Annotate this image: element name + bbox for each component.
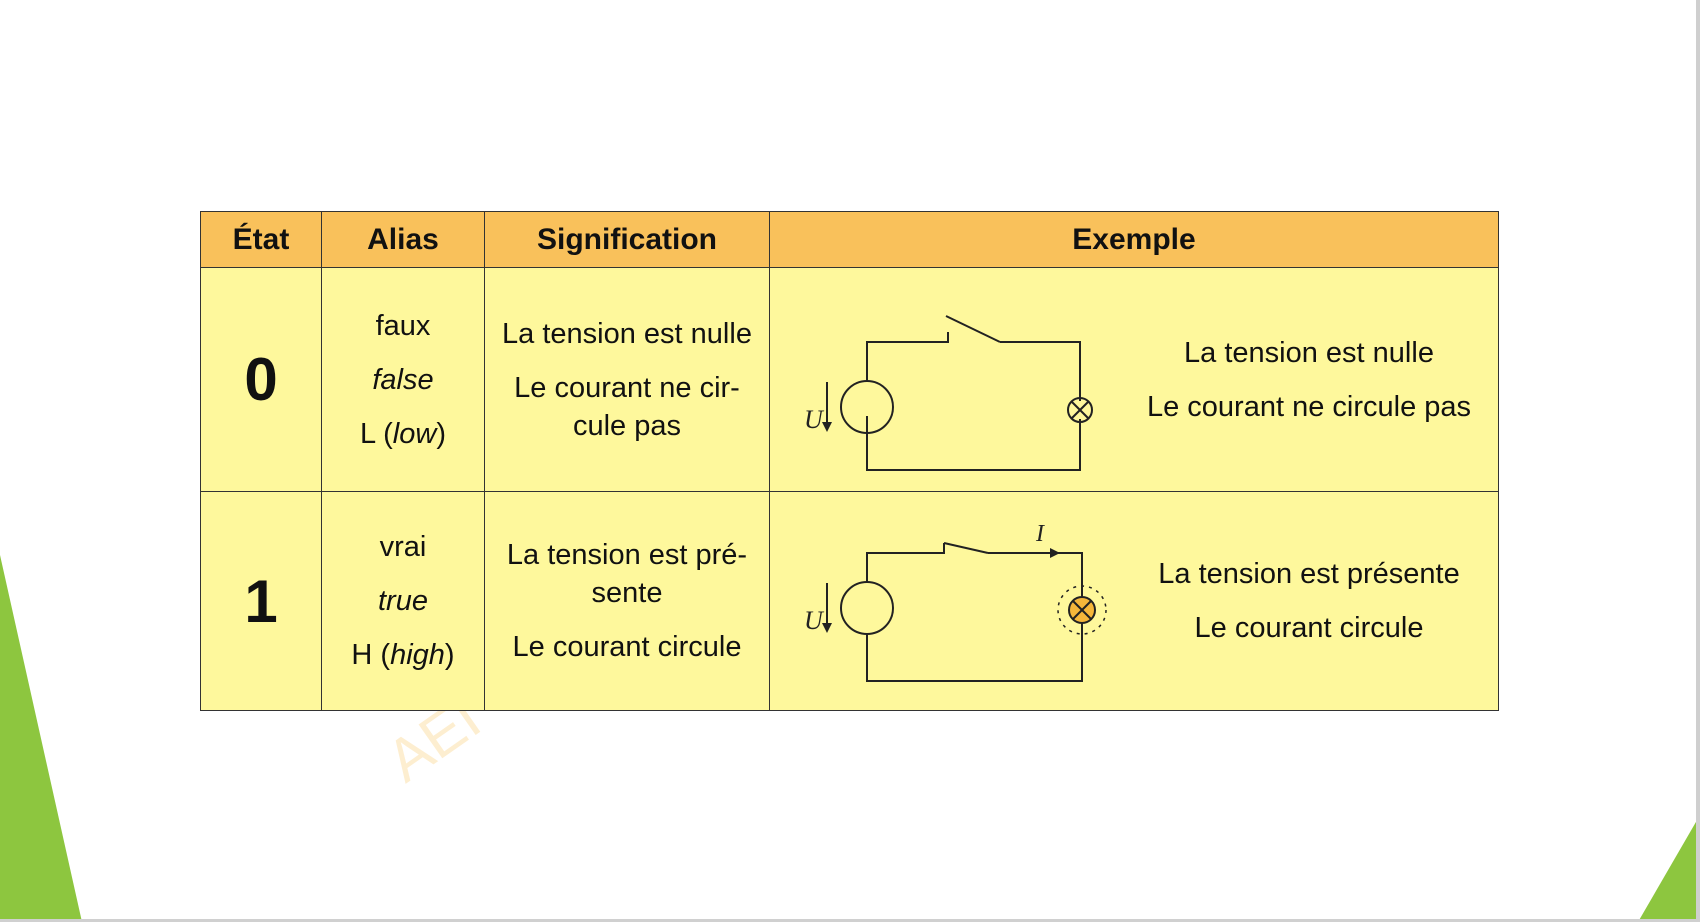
circuit-open-diagram: U	[804, 314, 1093, 471]
alias-level-word: low	[392, 417, 437, 450]
table-header-row: État Alias Signification Exemple	[200, 211, 1499, 268]
switch-blade-closed	[943, 542, 989, 554]
lamp-on-icon	[1057, 585, 1107, 635]
lamp-off-icon	[1067, 396, 1093, 423]
alias-level-suffix: )	[444, 639, 455, 671]
current-label: I	[1035, 521, 1045, 547]
signification-line: La tension est nulle	[502, 317, 752, 350]
voltage-label: U	[804, 405, 825, 434]
example-line: La tension est nulle	[1184, 336, 1434, 369]
voltage-label: U	[804, 606, 825, 635]
alias-level: H (high)	[322, 628, 484, 682]
signification-line: Le courant circule	[512, 631, 742, 663]
alias-english-text: true	[378, 585, 428, 617]
slide-frame-bottom	[0, 919, 1700, 922]
logic-states-table: État Alias Signification Exemple 0 faux …	[200, 211, 1499, 711]
slide-frame-right	[1696, 0, 1700, 922]
header-alias: Alias	[321, 211, 485, 268]
alias-cell: faux false L (low)	[321, 267, 485, 492]
signification-cell: La tension est pré- sente Le courant cir…	[484, 491, 770, 711]
alias-english-text: false	[372, 363, 434, 396]
alias-level: L (low)	[322, 407, 484, 461]
header-etat: État	[200, 211, 322, 268]
alias-level-suffix: )	[436, 417, 446, 450]
example-cell: U La tension est nulle Le courant ne cir…	[769, 267, 1499, 492]
example-line: La tension est présente	[1158, 558, 1460, 590]
signification-line: cule pas	[572, 409, 681, 442]
example-cell: U I	[769, 491, 1499, 711]
voltage-source-icon	[840, 379, 894, 434]
example-line: Le courant ne circule pas	[1146, 390, 1472, 423]
header-signification: Signification	[484, 211, 770, 268]
voltage-source-icon	[840, 581, 894, 635]
state-value: 1	[244, 567, 278, 635]
table-row: 1 vrai true H (high) La tension est pré-…	[200, 491, 1499, 711]
alias-level-prefix: L (	[360, 417, 393, 450]
alias-cell: vrai true H (high)	[321, 491, 485, 711]
alias-level-prefix: H (	[351, 639, 391, 671]
state-cell: 1	[200, 491, 322, 711]
signification-line: La tension est pré-	[506, 539, 748, 571]
example-text: La tension est nulle Le courant ne circu…	[1120, 326, 1498, 434]
alias-word: vrai	[379, 531, 427, 563]
green-triangle-right	[1638, 815, 1700, 922]
header-exemple: Exemple	[769, 211, 1499, 268]
signification-line: sente	[591, 577, 663, 609]
alias-english: false	[322, 353, 484, 407]
circuit-closed-diagram: U I	[804, 521, 1107, 682]
state-cell: 0	[200, 267, 322, 492]
example-text: La tension est présente Le courant circu…	[1120, 547, 1498, 655]
alias-level-word: high	[390, 639, 445, 671]
table-row: 0 faux false L (low) La tension est null…	[200, 267, 1499, 492]
alias-english: true	[322, 574, 484, 628]
switch-blade-open	[945, 314, 1001, 343]
signification-cell: La tension est nulle Le courant ne cir- …	[484, 267, 770, 492]
signification-line: Le courant ne cir-	[514, 371, 740, 404]
state-value: 0	[244, 346, 278, 413]
green-triangle-left	[0, 555, 82, 922]
example-line: Le courant circule	[1194, 612, 1424, 644]
alias-word: faux	[375, 309, 431, 342]
